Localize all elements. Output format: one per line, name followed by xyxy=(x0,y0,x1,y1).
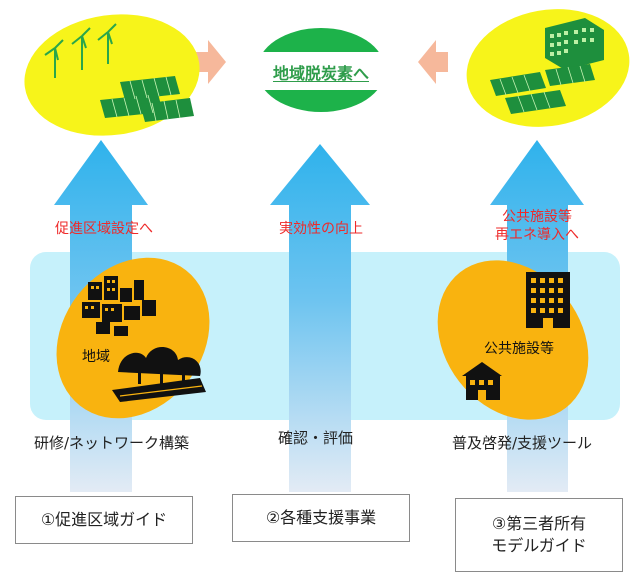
forest-icon xyxy=(112,346,206,402)
arrow-label-3-line1: 公共施設等 xyxy=(502,209,572,225)
guide-box-2-text: ②各種支援事業 xyxy=(265,508,377,528)
activity-label-2: 確認・評価 xyxy=(278,429,354,447)
guide-box-1-text: ①促進区域ガイド xyxy=(40,510,168,530)
region-oval xyxy=(56,257,210,419)
guide-box-2: ②各種支援事業 xyxy=(232,494,410,542)
guide-box-3-line1: ③第三者所有 xyxy=(491,514,587,534)
goal-label: 地域脱炭素へ xyxy=(272,64,369,83)
public-facility-label: 公共施設等 xyxy=(484,341,554,357)
renewables-oval-left xyxy=(24,14,200,136)
guide-box-3: ③第三者所有 モデルガイド xyxy=(455,498,623,572)
region-label: 地域 xyxy=(82,349,110,365)
guide-box-1: ①促進区域ガイド xyxy=(15,496,193,544)
activity-label-3: 普及啓発/支援ツール xyxy=(452,434,593,452)
wind-turbine-icon xyxy=(44,23,117,78)
public-facility-icon xyxy=(462,362,502,400)
renewables-oval-right xyxy=(466,9,630,127)
side-arrow-right xyxy=(418,40,448,84)
arrow-label-1: 促進区域設定へ xyxy=(55,221,153,237)
office-building-icon xyxy=(526,272,570,328)
activity-label-1: 研修/ネットワーク構築 xyxy=(34,434,190,452)
solar-panel-icon xyxy=(100,76,194,122)
public-facility-oval xyxy=(437,260,589,420)
arrow-label-2: 実効性の向上 xyxy=(279,221,363,237)
arrow-label-3-line2: 再エネ導入へ xyxy=(495,227,579,243)
up-arrow-2 xyxy=(270,144,370,492)
guide-box-3-line2: モデルガイド xyxy=(491,536,587,555)
factory-icon xyxy=(545,18,604,70)
side-arrow-left xyxy=(196,40,226,84)
